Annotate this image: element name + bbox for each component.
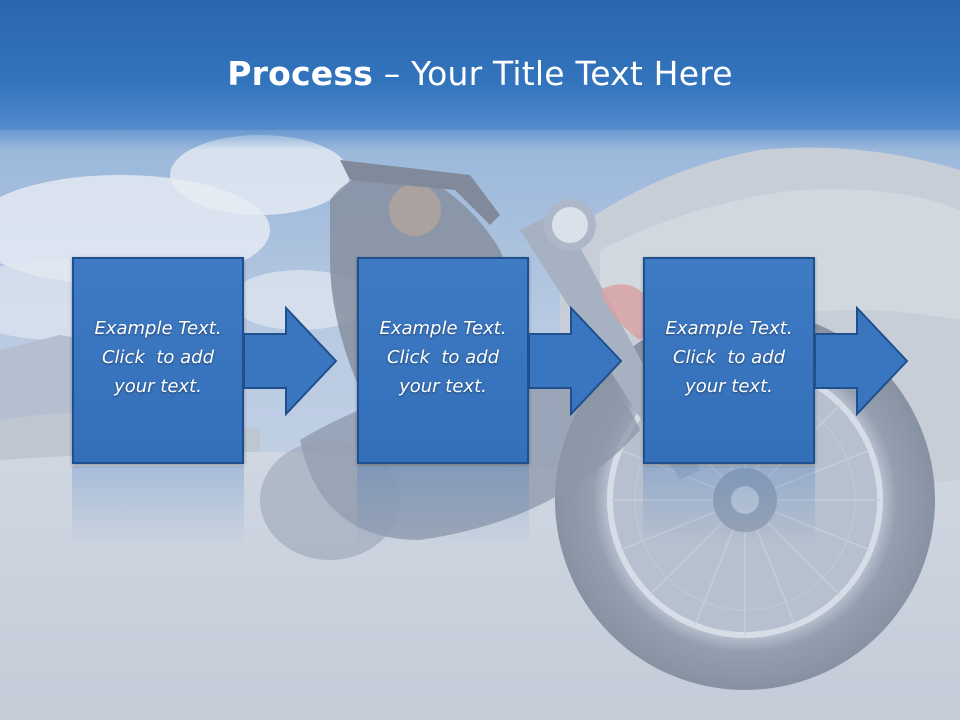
step-3-text[interactable]: Example Text. Click to add your text. bbox=[665, 314, 792, 401]
title-band bbox=[0, 0, 960, 150]
step-2-reflection bbox=[357, 466, 529, 546]
step-1-reflection bbox=[72, 466, 244, 546]
step-2-arrow-icon bbox=[529, 306, 623, 416]
step-3-reflection bbox=[643, 466, 815, 546]
title-bold-text: Process bbox=[227, 54, 374, 93]
slide-title[interactable]: Process – Your Title Text Here bbox=[0, 52, 960, 96]
step-3-line-1: Example Text. bbox=[665, 318, 793, 339]
step-1-line-2: Click to add bbox=[101, 347, 214, 368]
step-2-line-1: Example Text. bbox=[379, 318, 507, 339]
step-1-line-3: your text. bbox=[114, 376, 202, 397]
step-2-line-3: your text. bbox=[399, 376, 487, 397]
step-3-line-3: your text. bbox=[685, 376, 773, 397]
step-1-box[interactable]: Example Text. Click to add your text. bbox=[72, 257, 244, 464]
step-1-text[interactable]: Example Text. Click to add your text. bbox=[94, 314, 221, 401]
step-3-arrow-icon bbox=[815, 306, 909, 416]
step-3-line-2: Click to add bbox=[672, 347, 785, 368]
step-1-arrow-icon bbox=[244, 306, 338, 416]
step-2-line-2: Click to add bbox=[386, 347, 499, 368]
step-2-box[interactable]: Example Text. Click to add your text. bbox=[357, 257, 529, 464]
title-rest-text: – Your Title Text Here bbox=[373, 54, 733, 93]
step-2-text[interactable]: Example Text. Click to add your text. bbox=[379, 314, 506, 401]
step-1-line-1: Example Text. bbox=[94, 318, 222, 339]
step-3-box[interactable]: Example Text. Click to add your text. bbox=[643, 257, 815, 464]
